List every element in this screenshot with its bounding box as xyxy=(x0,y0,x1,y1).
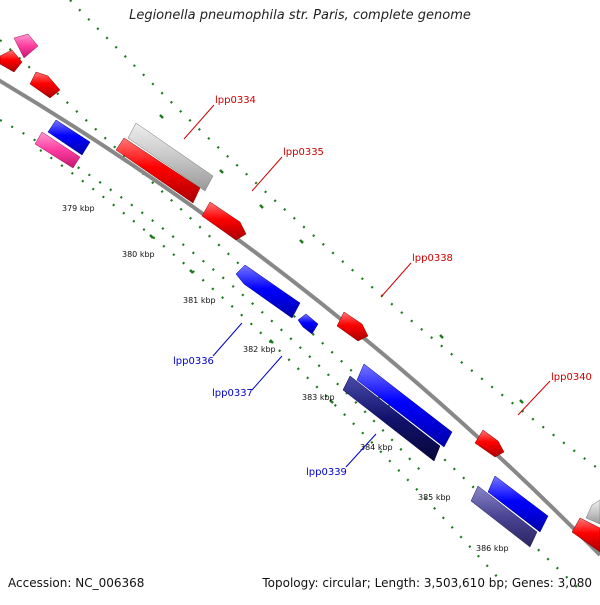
gene-feature-blue[interactable] xyxy=(47,119,91,156)
genome-summary: Topology: circular; Length: 3,503,610 bp… xyxy=(262,576,592,590)
gene-feature-red[interactable] xyxy=(0,49,23,73)
leader-lpp0340 xyxy=(517,380,551,416)
forward-strand-features xyxy=(0,33,600,553)
leader-lpp0337 xyxy=(251,355,283,391)
scale-label: 382 kbp xyxy=(243,345,276,354)
gene-label-lpp0335[interactable]: lpp0335 xyxy=(283,147,324,158)
gene-label-lpp0339[interactable]: lpp0339 xyxy=(306,467,347,478)
gene-feature-red-lpp0338[interactable] xyxy=(336,311,369,342)
gene-feature-red[interactable] xyxy=(29,71,61,99)
gene-label-lpp0340[interactable]: lpp0340 xyxy=(551,372,592,383)
gene-feature-red-lpp0335[interactable] xyxy=(115,137,201,204)
scale-label: 386 kbp xyxy=(476,544,509,553)
gene-feature-navy[interactable] xyxy=(342,375,441,462)
gene-feature-blue-lpp0339[interactable] xyxy=(356,363,453,448)
genome-backbone xyxy=(0,78,600,557)
leader-lpp0334 xyxy=(183,104,215,140)
gc-dash-marks xyxy=(149,114,524,404)
scale-label: 384 kbp xyxy=(360,443,393,452)
scale-label: 380 kbp xyxy=(122,250,155,259)
leader-lpp0336 xyxy=(212,322,243,357)
accession-label: Accession: NC_006368 xyxy=(8,576,145,590)
gene-label-lpp0337[interactable]: lpp0337 xyxy=(212,388,253,399)
label-leaders xyxy=(183,104,551,468)
gene-feature-pink[interactable] xyxy=(13,33,39,59)
scale-label: 385 kbp xyxy=(418,493,451,502)
gc-skew-line xyxy=(39,149,501,581)
leader-lpp0338 xyxy=(380,262,412,298)
gene-feature-red[interactable] xyxy=(571,517,600,553)
scale-label: 383 kbp xyxy=(302,393,335,402)
gene-label-lpp0334[interactable]: lpp0334 xyxy=(215,95,256,106)
gene-feature-blue-lpp0337[interactable] xyxy=(297,313,319,335)
gene-feature-blue-lpp0336[interactable] xyxy=(235,264,301,319)
gene-label-lpp0336[interactable]: lpp0336 xyxy=(173,356,214,367)
scale-label: 379 kbp xyxy=(62,204,95,213)
gene-feature-pink[interactable] xyxy=(34,131,81,169)
gene-feature-red[interactable] xyxy=(201,201,247,241)
scale-labels: 379 kbp 380 kbp 381 kbp 382 kbp 383 kbp … xyxy=(62,204,509,553)
gene-feature-gray-lpp0334[interactable] xyxy=(127,122,214,192)
gene-feature-blue[interactable] xyxy=(487,475,549,533)
gene-feature-red-lpp0340[interactable] xyxy=(474,429,505,458)
map-title: Legionella pneumophila str. Paris, compl… xyxy=(129,8,471,23)
reverse-strand-features xyxy=(34,119,549,548)
gene-feature-gray[interactable] xyxy=(585,499,600,525)
scale-label: 381 kbp xyxy=(183,296,216,305)
leader-lpp0339 xyxy=(345,433,377,468)
gc-inner-line xyxy=(0,119,421,471)
gene-labels: lpp0334 lpp0335 lpp0338 lpp0340 lpp0336 … xyxy=(173,95,592,478)
gc-outer-line xyxy=(69,0,600,471)
leader-lpp0335 xyxy=(251,156,283,192)
gene-feature-slate[interactable] xyxy=(470,485,538,548)
gene-label-lpp0338[interactable]: lpp0338 xyxy=(412,253,453,264)
